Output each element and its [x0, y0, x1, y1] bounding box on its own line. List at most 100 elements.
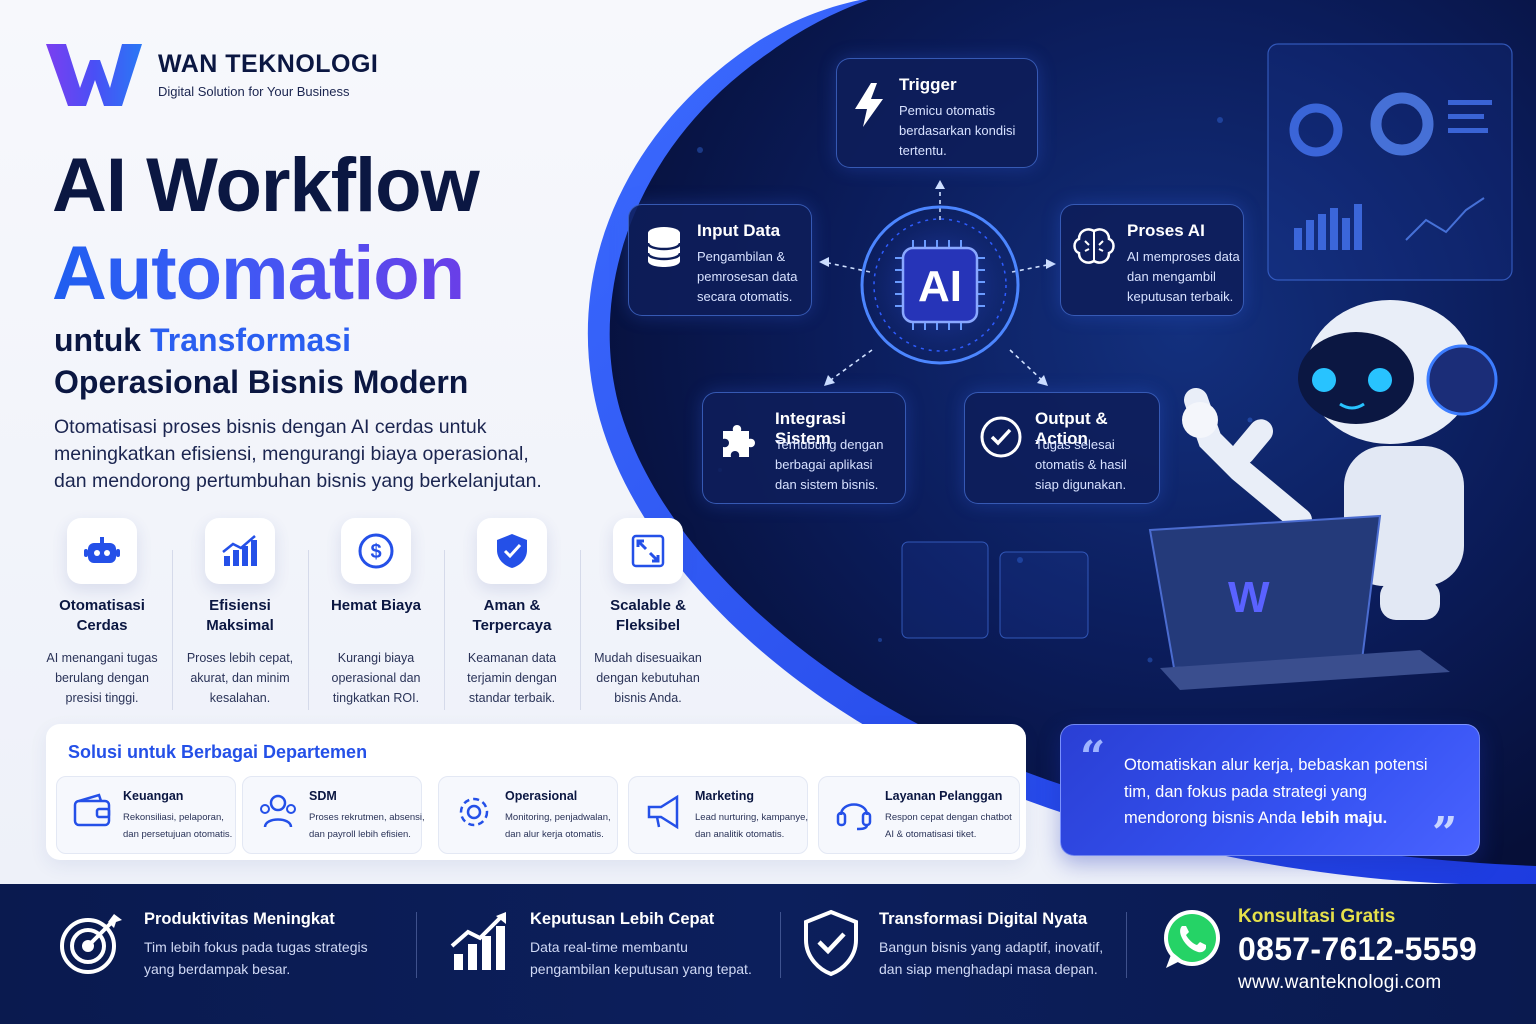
growth-chart-icon: [205, 518, 275, 584]
gear-icon: [459, 797, 489, 827]
check-circle-icon: [980, 416, 1022, 458]
footer-item-desc-line1: Bangun bisnis yang adaptif, inovatif,: [879, 939, 1104, 955]
hero-title-line2: Automation: [52, 231, 465, 316]
feature-desc: Mudah disesuaikan dengan kebutuhan bisni…: [594, 651, 702, 705]
lightning-icon: [855, 83, 883, 127]
feature-desc: AI menangani tugas berulang dengan presi…: [46, 651, 158, 705]
department-name: SDM: [309, 789, 337, 803]
workflow-step-desc: Pemicu otomatis berdasarkan kondisi tert…: [899, 103, 1016, 158]
feature-card: $ Hemat Biaya Kurangi biaya operasional …: [310, 518, 442, 708]
feature-title: Otomatisasi Cerdas: [59, 597, 145, 634]
ai-core-chip: AI: [856, 201, 1024, 369]
footer-item-desc: Data real-time membantu pengambilan kepu…: [530, 936, 752, 980]
footer-bar: [0, 884, 1536, 1024]
svg-text:W: W: [1228, 573, 1270, 622]
footer-divider: [416, 912, 417, 978]
divider: [308, 550, 309, 710]
department-card: Layanan Pelanggan Respon cepat dengan ch…: [818, 776, 1020, 854]
feature-desc: Keamanan data terjamin dengan standar te…: [467, 651, 557, 705]
footer-item-desc-line2: pengambilan keputusan yang tepat.: [530, 961, 752, 977]
footer-item-title: Keputusan Lebih Cepat: [530, 910, 715, 928]
cta-label: Konsultasi Gratis: [1238, 906, 1396, 927]
puzzle-icon: [723, 425, 755, 457]
workflow-step-title: Proses AI: [1127, 221, 1205, 240]
brand-tagline: Digital Solution for Your Business: [158, 84, 350, 99]
footer-item-title: Produktivitas Meningkat: [144, 910, 335, 928]
department-name: Operasional: [505, 789, 578, 803]
bar-growth-icon: [450, 912, 506, 970]
footer-item-title: Transformasi Digital Nyata: [879, 910, 1088, 928]
headset-icon: [836, 803, 872, 831]
quote-box: [1060, 724, 1480, 856]
footer-item-desc-line2: yang berdampak besar.: [144, 961, 291, 977]
workflow-step-desc: AI memproses data dan mengambil keputusa…: [1127, 249, 1240, 304]
footer-item-desc: Tim lebih fokus pada tugas strategis yan…: [144, 936, 368, 980]
cta-website[interactable]: www.wanteknologi.com: [1238, 972, 1442, 993]
feature-card: Scalable & Fleksibel Mudah disesuaikan d…: [582, 518, 714, 708]
footer-item-desc: Bangun bisnis yang adaptif, inovatif, da…: [879, 936, 1103, 980]
subtitle-highlight: Transformasi: [149, 322, 351, 358]
brand-name: WAN TEKNOLOGI: [158, 50, 379, 78]
feature-title: Scalable & Fleksibel: [610, 597, 686, 634]
feature-card: Aman & Terpercaya Keamanan data terjamin…: [446, 518, 578, 708]
people-icon: [260, 794, 296, 828]
quote-text-bold: lebih maju.: [1301, 809, 1388, 827]
workflow-step-desc: Pengambilan & pemrosesan data secara oto…: [697, 249, 798, 304]
dollar-icon: $: [341, 518, 411, 584]
feature-card: Otomatisasi Cerdas AI menangani tugas be…: [36, 518, 168, 708]
department-desc: Rekonsiliasi, pelaporan, dan persetujuan…: [123, 812, 233, 840]
department-desc: Lead nurturing, kampanye, dan analitik o…: [695, 812, 809, 840]
whatsapp-icon[interactable]: [1158, 906, 1226, 974]
footer-item-desc-line2: dan siap menghadapi masa depan.: [879, 961, 1098, 977]
target-icon: [60, 914, 122, 974]
quote-text: Otomatiskan alur kerja, bebaskan potensi…: [1124, 752, 1454, 832]
database-icon: [646, 227, 682, 267]
expand-icon: [613, 518, 683, 584]
workflow-step-trigger: Trigger Pemicu otomatis berdasarkan kond…: [836, 58, 1038, 168]
divider: [444, 550, 445, 710]
workflow-step-title: Trigger: [899, 75, 957, 94]
footer-divider: [780, 912, 781, 978]
department-card: SDM Proses rekrutmen, absensi, dan payro…: [242, 776, 425, 854]
feature-title: Aman & Terpercaya: [472, 597, 552, 634]
hero-description: Otomatisasi proses bisnis dengan AI cerd…: [54, 416, 542, 492]
workflow-step-desc: Tugas selesai otomatis & hasil siap digu…: [1035, 437, 1127, 492]
feature-desc: Kurangi biaya operasional dan tingkatkan…: [331, 651, 421, 705]
feature-title: Hemat Biaya: [330, 597, 422, 614]
department-name: Layanan Pelanggan: [885, 789, 1003, 803]
workflow-step-title: Output & Action: [1035, 409, 1108, 448]
workflow-step-input-data: Input Data Pengambilan & pemrosesan data…: [628, 204, 812, 316]
robot-icon: [67, 518, 137, 584]
wallet-icon: [73, 793, 111, 827]
divider: [172, 550, 173, 710]
workflow-step-desc: Terhubung dengan berbagai aplikasi dan s…: [775, 437, 884, 492]
ai-core-label: AI: [918, 262, 962, 311]
feature-card: Efisiensi Maksimal Proses lebih cepat, a…: [174, 518, 306, 708]
department-desc: Proses rekrutmen, absensi, dan payroll l…: [309, 812, 425, 840]
workflow-step-integrasi-sistem: Integrasi Sistem Terhubung dengan berbag…: [702, 392, 906, 504]
quote-text-main: Otomatiskan alur kerja, bebaskan potensi…: [1124, 756, 1428, 827]
department-card: Operasional Monitoring, penjadwalan, dan…: [438, 776, 618, 854]
workflow-step-output-action: Output & Action Tugas selesai otomatis &…: [964, 392, 1160, 504]
workflow-step-proses-ai: Proses AI AI memproses data dan mengambi…: [1060, 204, 1244, 316]
brand-logo: [46, 44, 142, 106]
hero-subtitle-line2: Operasional Bisnis Modern: [54, 364, 469, 400]
department-title: Solusi untuk Berbagai Departemen: [68, 742, 368, 762]
hero-subtitle-line1: untuk Transformasi: [54, 322, 351, 359]
hero-title-line1: AI Workflow: [52, 143, 480, 228]
subtitle-prefix: untuk: [54, 322, 142, 358]
divider: [580, 550, 581, 710]
department-name: Keuangan: [123, 789, 184, 803]
shield-icon: [804, 909, 858, 977]
megaphone-icon: [647, 794, 679, 830]
workflow-step-title: Integrasi Sistem: [775, 409, 846, 448]
department-desc: Respon cepat dengan chatbot AI & otomati…: [885, 812, 1012, 840]
quote-open-mark: “: [1080, 732, 1106, 783]
feature-title: Efisiensi Maksimal: [206, 597, 274, 634]
cta-phone[interactable]: 0857-7612-5559: [1238, 931, 1478, 967]
feature-desc: Proses lebih cepat, akurat, dan minim ke…: [186, 651, 294, 705]
department-card: Marketing Lead nurturing, kampanye, dan …: [628, 776, 808, 854]
brain-icon: [1073, 228, 1115, 264]
shield-check-icon: [477, 518, 547, 584]
department-name: Marketing: [695, 789, 755, 803]
